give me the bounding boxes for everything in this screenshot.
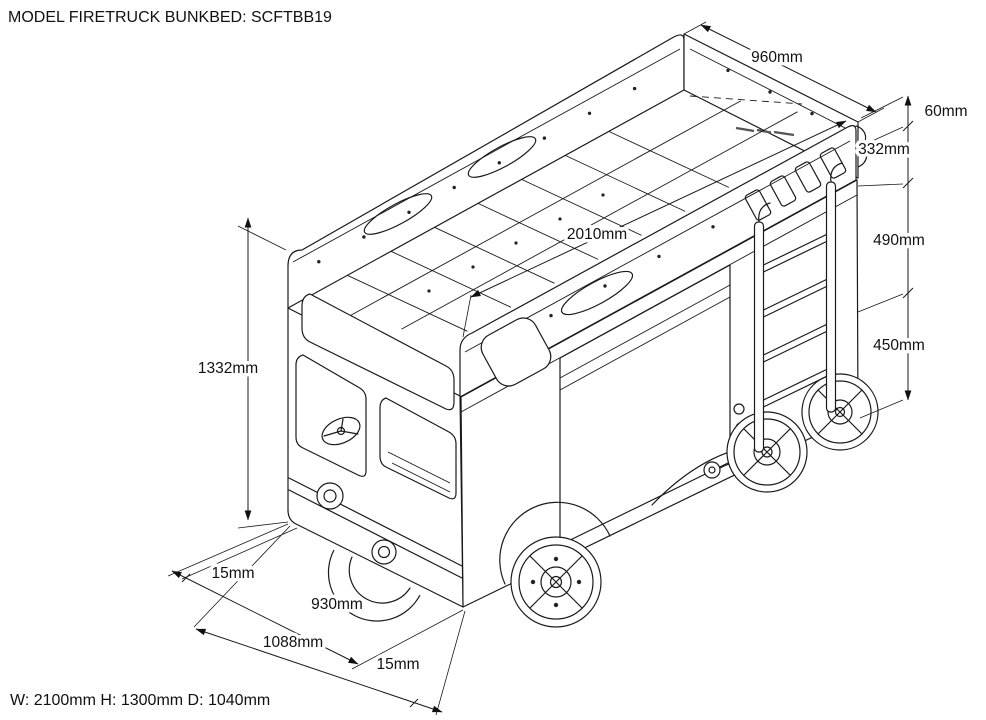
dim-450-label: 450mm <box>873 337 925 354</box>
front-face <box>287 293 464 622</box>
windshield <box>301 293 455 411</box>
dim-bottom: 15mm 930mm 1088mm 15mm <box>167 523 466 716</box>
page-title: MODEL FIRETRUCK BUNKBED: SCFTBB19 <box>8 9 332 26</box>
headlight-right <box>371 539 397 565</box>
dim-490-label: 490mm <box>873 232 925 249</box>
dim-15-rear-label: 15mm <box>376 656 419 673</box>
window-pane-right <box>379 397 457 500</box>
front-fender-arch <box>499 501 611 585</box>
dim-60-label: 60mm <box>924 103 967 120</box>
headlight-left <box>316 482 344 510</box>
dim-1088-label: 1088mm <box>263 634 323 651</box>
dim-960-label: 960mm <box>751 49 803 66</box>
side-window <box>480 317 552 387</box>
window-pane-left <box>295 354 367 477</box>
dim-15-front-label: 15mm <box>211 565 254 582</box>
hinge-dot-upper <box>733 403 745 415</box>
dim-930-label: 930mm <box>311 596 363 613</box>
dim-1332-label: 1332mm <box>198 360 258 377</box>
page-footer: W: 2100mm H: 1300mm D: 1040mm <box>10 692 270 709</box>
dim-332-label: 332mm <box>858 141 910 158</box>
wheel-rear-2 <box>801 373 879 451</box>
steering-wheel <box>321 416 361 446</box>
dashboard-lines <box>387 451 451 493</box>
dim-overall-height: 1332mm <box>194 217 289 529</box>
dim-right-stack: 60mm 332mm 490mm 450mm <box>855 95 971 419</box>
wheel-front <box>510 536 602 628</box>
dim-2010-label: 2010mm <box>567 226 627 243</box>
dim-top-width: 960mm <box>683 21 885 123</box>
dim-length: 2010mm <box>462 120 847 338</box>
wheel-rear-1 <box>726 411 808 493</box>
